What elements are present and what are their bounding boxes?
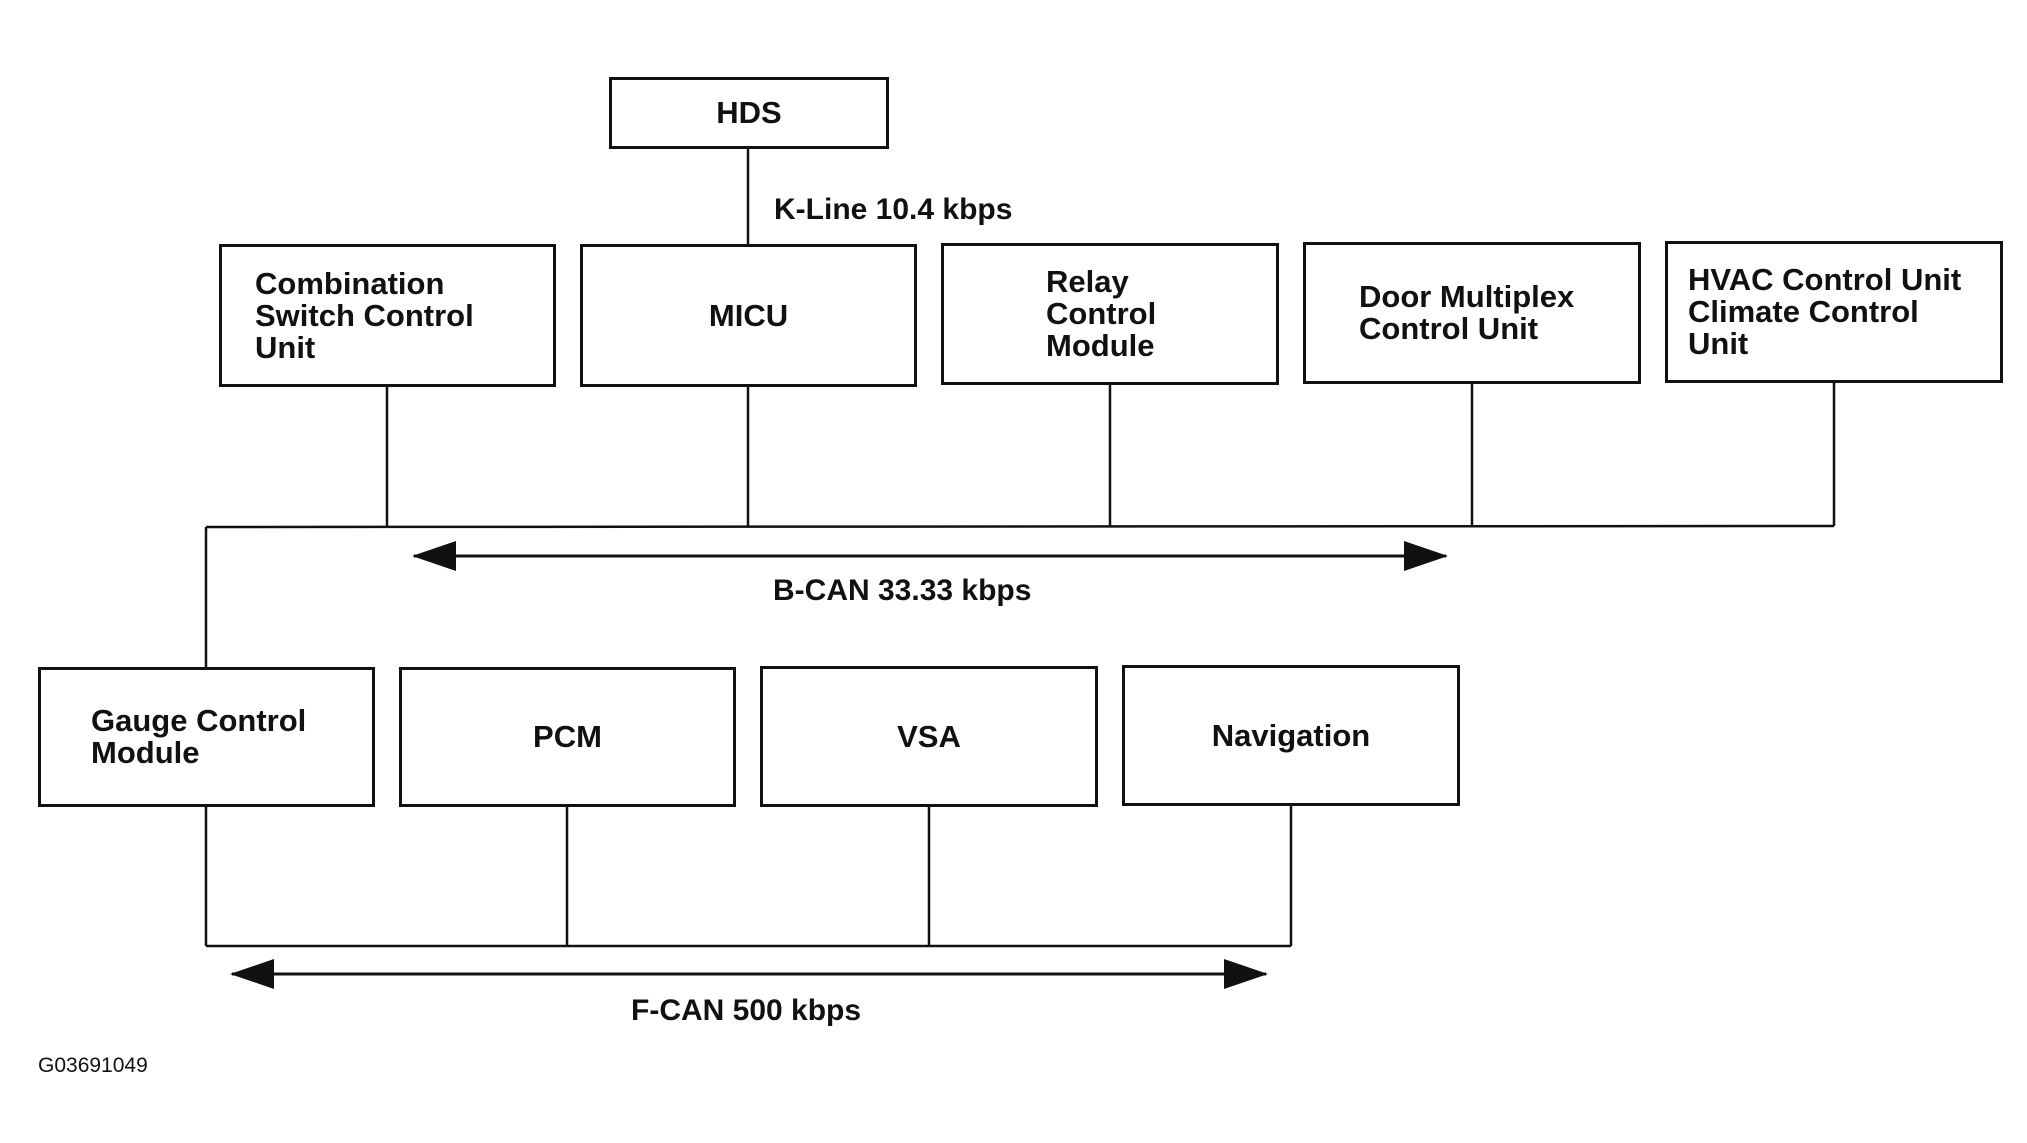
unit-label: Relay Control Module xyxy=(1046,264,1157,363)
combination-switch-control-unit-box: Combination Switch Control Unit xyxy=(219,244,556,387)
b-can-label: B-CAN 33.33 kbps xyxy=(773,574,1032,607)
hds-box: HDS xyxy=(609,77,889,149)
navigation-box: Navigation xyxy=(1122,665,1460,806)
b-can-bus-line xyxy=(205,524,1835,529)
micu-box: MICU xyxy=(580,244,917,387)
k-line-label: K-Line 10.4 kbps xyxy=(774,193,1013,226)
unit-label: Navigation xyxy=(1211,717,1371,753)
unit-label: VSA xyxy=(897,718,961,754)
door-multiplex-control-unit-box: Door Multiplex Control Unit xyxy=(1303,242,1641,384)
gauge-control-module-box: Gauge Control Module xyxy=(38,667,375,807)
unit-label: Combination Switch Control Unit xyxy=(255,265,474,365)
figure-code: G03691049 xyxy=(38,1054,148,1077)
hds-label: HDS xyxy=(716,95,782,130)
hvac-climate-control-unit-box: HVAC Control Unit Climate Control Unit xyxy=(1665,241,2003,383)
pcm-box: PCM xyxy=(399,667,736,807)
unit-label: HVAC Control Unit Climate Control Unit xyxy=(1688,262,1962,361)
unit-label: Door Multiplex Control Unit xyxy=(1359,279,1575,346)
f-can-label: F-CAN 500 kbps xyxy=(631,994,862,1027)
unit-label: PCM xyxy=(533,719,602,754)
relay-control-module-box: Relay Control Module xyxy=(941,243,1279,385)
vsa-box: VSA xyxy=(760,666,1098,807)
unit-label: MICU xyxy=(708,297,789,333)
unit-label: Gauge Control Module xyxy=(91,703,307,770)
